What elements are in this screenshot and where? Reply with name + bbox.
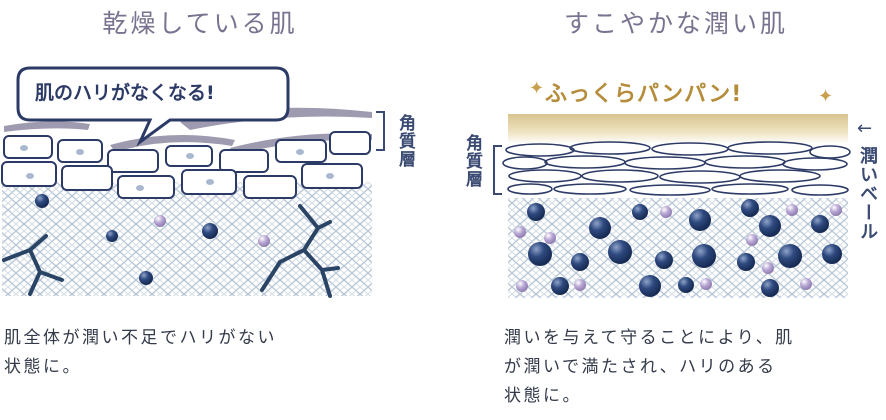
dry-skin-figure: [1, 66, 385, 298]
cell-nuclei: [20, 145, 334, 191]
arrow-left-icon: ←: [857, 118, 873, 139]
dry-skin-caption: 肌全体が潤い不足でハリがない 状態に。: [4, 328, 277, 377]
moisture-veil: [508, 114, 848, 144]
dry-skin-panel: 乾燥している肌: [0, 0, 420, 420]
sparkle-icon: ✦: [818, 86, 834, 107]
moisture-spheres: [514, 199, 842, 297]
healthy-skin-panel: すこやかな潤い肌: [466, 0, 886, 420]
moisture-veil-label: 潤いベール: [857, 146, 878, 241]
layer-bracket: [493, 145, 502, 195]
moisture-spheres: [35, 194, 270, 285]
horny-layer-label-left: 角質層: [395, 114, 415, 168]
sparkle-icon: ✦: [529, 78, 545, 99]
layer-bracket: [376, 111, 385, 151]
burst-text: ふっくらパンパン!: [545, 82, 743, 107]
horny-cells-plump: [502, 141, 851, 196]
bubble-text: 肌のハリがなくなる!: [35, 82, 215, 104]
healthy-skin-figure: [493, 114, 851, 298]
horny-cells: [1, 131, 371, 199]
healthy-skin-caption: 潤いを与えて守ることにより、肌 が潤いで満たされ、ハリのある 状態に。: [504, 328, 795, 406]
dry-flake: [4, 121, 90, 132]
crack-mark: [2, 204, 340, 298]
horny-layer-label-right: 角質層: [462, 134, 482, 188]
healthy-skin-title: すこやかな潤い肌: [563, 9, 788, 38]
dry-skin-title: 乾燥している肌: [102, 9, 298, 38]
speech-bubble: [16, 66, 290, 147]
